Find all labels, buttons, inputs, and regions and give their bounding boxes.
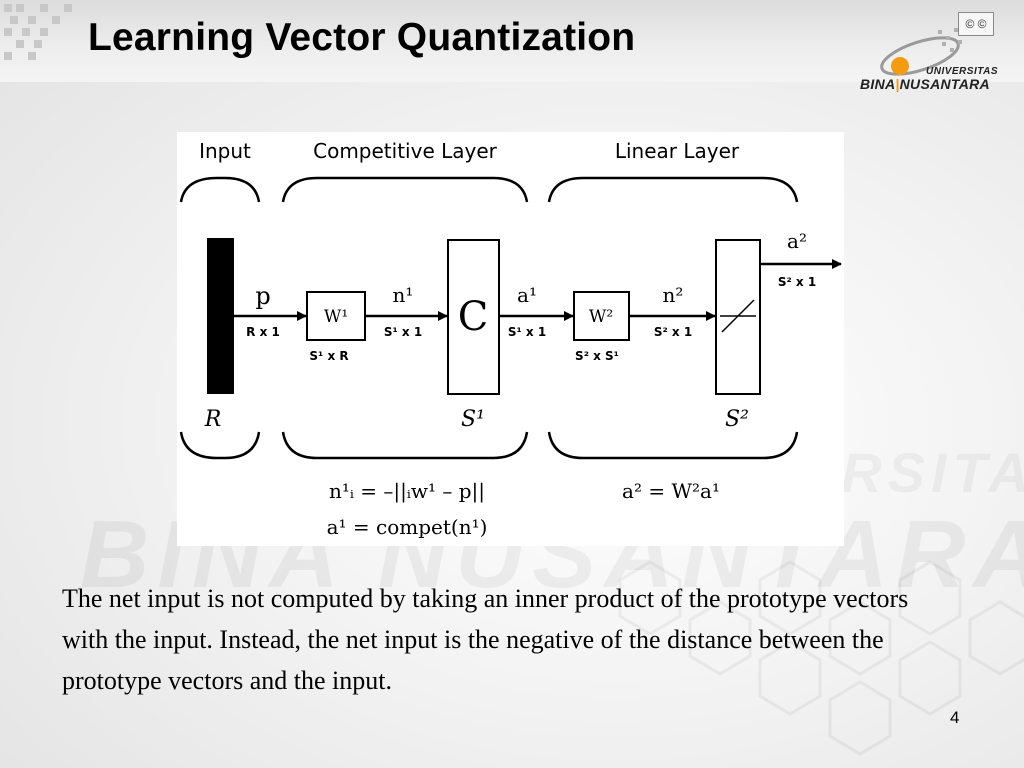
logo-name-label: BINA|NUSANTARA (860, 76, 990, 92)
input-bottom-brace (179, 431, 261, 460)
linear-size-label: S² (725, 407, 749, 432)
w1-weight-box (306, 291, 366, 341)
competitive-layer-label: Competitive Layer (313, 139, 498, 163)
linear-layer-label: Linear Layer (615, 139, 740, 163)
competitive-size-label: S¹ (461, 407, 485, 432)
title-bar-background (0, 0, 1024, 82)
n1-label: n¹ (393, 283, 414, 307)
logo-badge: © © (958, 12, 994, 36)
a1-label: a¹ (517, 283, 537, 307)
input-top-brace (179, 176, 261, 203)
a2-label: a² (787, 229, 807, 253)
compet-box-label: C (458, 294, 489, 340)
competitive-bottom-brace (281, 431, 529, 460)
compet-transfer-box (447, 239, 500, 395)
hexagon-pattern-decoration (618, 560, 1024, 756)
equation-a1: a¹ = compet(n¹) (327, 515, 488, 539)
linear-top-brace (547, 176, 799, 203)
slide-title: Learning Vector Quantization (88, 16, 636, 59)
input-section-label: Input (199, 139, 251, 163)
logo-swoosh-icon (880, 28, 962, 76)
input-dim-label: R x 1 (246, 325, 280, 339)
pixel-pattern-decoration (4, 4, 72, 60)
competitive-top-brace (281, 176, 529, 203)
equation-n1: n¹ᵢ = –||ᵢw¹ – p|| (329, 479, 485, 504)
w1-box-label: W¹ (324, 307, 348, 327)
logo-name-part2: NUSANTARA (899, 76, 990, 92)
top-braces (179, 176, 799, 460)
w2-dim-label: S² x S¹ (575, 349, 619, 363)
w2-box-label: W² (589, 307, 613, 327)
input-size-label: R (204, 407, 222, 432)
n2-dim-label: S² x 1 (654, 325, 692, 339)
purelin-symbol-diagonal (721, 299, 755, 333)
a1-dim-label: S¹ x 1 (508, 325, 546, 339)
linear-bottom-brace (547, 431, 799, 460)
diagram-canvas: Input Competitive Layer Linear Layer (179, 139, 842, 539)
p-label: p (255, 282, 270, 310)
equation-a2: a² = W²a¹ (622, 479, 720, 503)
lvq-network-diagram: Input Competitive Layer Linear Layer (177, 132, 844, 546)
page-number: 4 (950, 708, 960, 727)
n2-label: n² (663, 283, 684, 307)
n1-dim-label: S¹ x 1 (384, 325, 422, 339)
logo-name-part1: BINA (860, 76, 896, 92)
input-vector-bar (207, 238, 234, 394)
logo-university-label: UNIVERSITAS (926, 66, 998, 77)
slide-body-text: The net input is not computed by taking … (62, 584, 909, 695)
a2-dim-label: S² x 1 (778, 275, 816, 289)
university-logo: © © UNIVERSITAS BINA|NUSANTARA (858, 10, 1008, 100)
w2-weight-box (573, 291, 630, 341)
w1-dim-label: S¹ x R (309, 349, 348, 363)
